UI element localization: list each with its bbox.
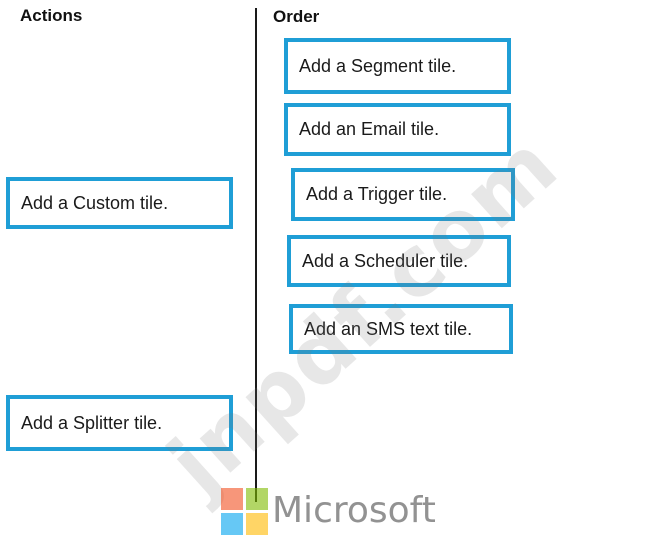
microsoft-wordmark: Microsoft bbox=[272, 490, 436, 531]
order-tile-email-label: Add an Email tile. bbox=[299, 119, 440, 139]
actions-heading: Actions bbox=[20, 6, 83, 25]
action-tile-custom-label: Add a Custom tile. bbox=[21, 192, 169, 213]
order-tile-sms[interactable]: Add an SMS text tile. bbox=[289, 304, 513, 354]
order-tile-scheduler-label: Add a Scheduler tile. bbox=[302, 250, 469, 271]
order-tile-sms-label: Add an SMS text tile. bbox=[304, 318, 473, 339]
order-tile-email[interactable]: Add an Email tile. bbox=[284, 103, 511, 156]
order-tile-trigger-label: Add a Trigger tile. bbox=[306, 184, 448, 204]
action-tile-splitter-label: Add a Splitter tile. bbox=[21, 412, 163, 433]
action-tile-custom[interactable]: Add a Custom tile. bbox=[6, 177, 233, 229]
logo-square-blue bbox=[221, 513, 243, 535]
logo-square-green bbox=[246, 488, 268, 510]
order-tile-scheduler[interactable]: Add a Scheduler tile. bbox=[287, 235, 511, 287]
order-heading: Order bbox=[273, 7, 320, 26]
logo-square-red bbox=[221, 488, 243, 510]
microsoft-logo-icon bbox=[221, 488, 269, 536]
logo-square-yellow bbox=[246, 513, 268, 535]
order-tile-segment[interactable]: Add a Segment tile. bbox=[284, 38, 511, 94]
action-tile-splitter[interactable]: Add a Splitter tile. bbox=[6, 395, 233, 451]
column-divider bbox=[255, 8, 257, 502]
order-tile-segment-label: Add a Segment tile. bbox=[299, 55, 457, 76]
order-tile-trigger[interactable]: Add a Trigger tile. bbox=[291, 168, 515, 221]
